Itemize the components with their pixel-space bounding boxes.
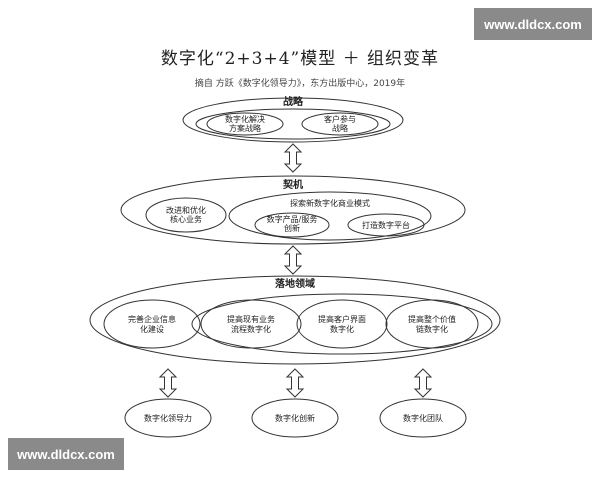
strategy-inner-ellipse xyxy=(195,108,391,140)
strategy-item-2-line2: 战略 xyxy=(332,123,348,133)
strategy-item-1-line1: 数字化解决 xyxy=(225,114,265,124)
explore-item-2-ellipse xyxy=(347,213,425,237)
arrow-strategy-opportunity xyxy=(284,143,302,173)
strategy-ellipse xyxy=(182,97,404,143)
strategy-label: 战略 xyxy=(283,95,304,108)
strategy-item-2-ellipse xyxy=(301,112,379,136)
landing-item-3-ellipse xyxy=(385,299,479,349)
strategy-item-1-ellipse xyxy=(206,112,284,136)
explore-item-1-line2: 创新 xyxy=(284,223,300,233)
arrow-landing-bottom-1 xyxy=(159,368,177,398)
bottom-3-ellipse xyxy=(379,398,467,438)
landing-item-2-ellipse xyxy=(296,299,388,349)
opportunity-left-ellipse xyxy=(145,197,227,233)
explore-item-1-line1: 数字产品/服务 xyxy=(267,214,318,224)
arrow-landing-bottom-2 xyxy=(286,368,304,398)
strategy-item-1-line2: 方案战略 xyxy=(229,123,261,133)
explore-ellipse xyxy=(228,191,432,241)
landing-left-line2: 化建设 xyxy=(140,324,164,334)
landing-item-3-line2: 链数字化 xyxy=(416,324,448,334)
explore-item-2-line1: 打造数字平台 xyxy=(362,220,410,230)
landing-item-2-line1: 提高客户界面 xyxy=(318,314,366,324)
landing-right-group-ellipse xyxy=(191,293,493,355)
bottom-3-label: 数字化团队 xyxy=(403,413,443,423)
opportunity-left-line1: 改进和优化 xyxy=(166,205,206,215)
watermark-bottom: www.dldcx.com xyxy=(8,438,124,470)
opportunity-left-line2: 核心业务 xyxy=(170,214,202,224)
arrow-opportunity-landing xyxy=(284,245,302,275)
strategy-item-2-line1: 客户参与 xyxy=(324,114,356,124)
landing-left-ellipse xyxy=(103,299,201,349)
landing-item-2-line2: 数字化 xyxy=(330,324,354,334)
watermark-top: www.dldcx.com xyxy=(474,8,592,40)
landing-item-1-line2: 流程数字化 xyxy=(231,324,271,334)
explore-label: 探索新数字化商业模式 xyxy=(290,198,370,208)
diagram-subtitle: 摘自 方跃《数字化领导力》，东方出版中心，2019年 xyxy=(194,79,406,89)
bottom-1-label: 数字化领导力 xyxy=(144,413,192,423)
landing-item-1-ellipse xyxy=(200,299,302,349)
landing-ellipse xyxy=(89,275,501,365)
opportunity-ellipse xyxy=(120,175,466,245)
opportunity-label: 契机 xyxy=(283,178,303,191)
landing-item-1-line1: 提高现有业务 xyxy=(227,314,275,324)
bottom-1-ellipse xyxy=(124,398,212,438)
landing-label: 落地领域 xyxy=(275,277,315,290)
landing-item-3-line1: 提高整个价值 xyxy=(408,314,456,324)
explore-item-1-ellipse xyxy=(254,212,330,238)
diagram-title: 数字化“2+3+4”模型 ＋ 组织变革 xyxy=(160,49,440,69)
landing-left-line1: 完善企业信息 xyxy=(128,314,176,324)
bottom-2-label: 数字化创新 xyxy=(275,413,315,423)
bottom-2-ellipse xyxy=(251,398,339,438)
arrow-landing-bottom-3 xyxy=(414,368,432,398)
